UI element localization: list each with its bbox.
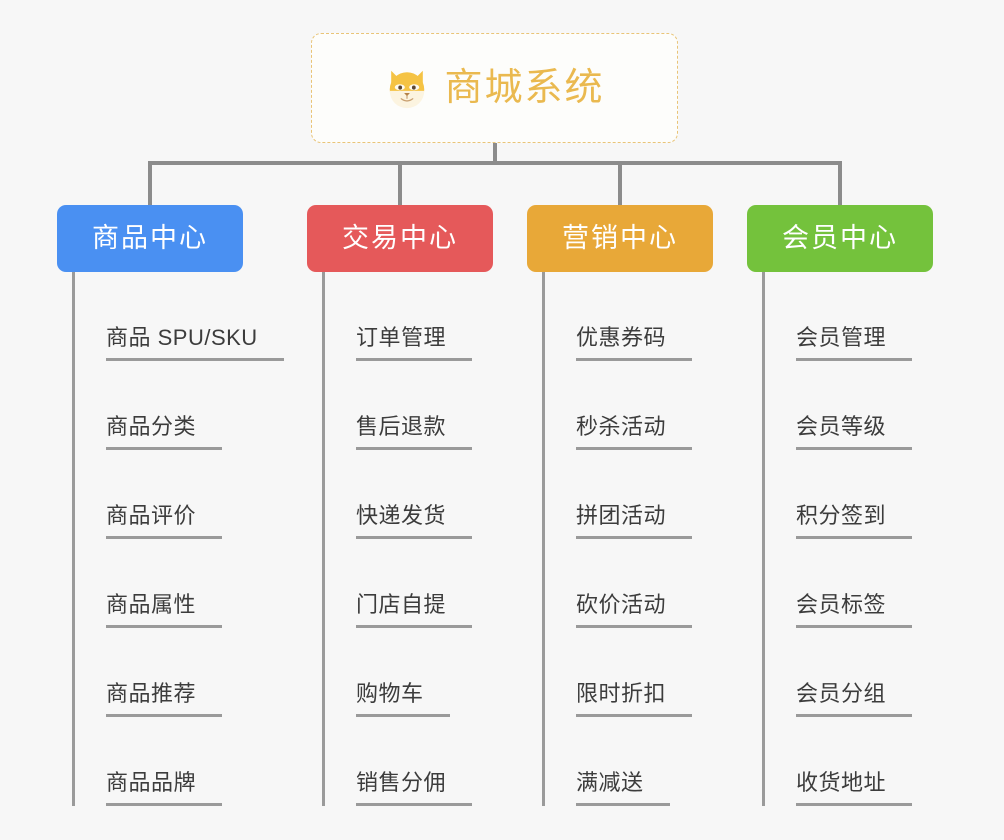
category-label: 交易中心 [342,223,458,253]
leaf-list-marketing: 优惠券码 秒杀活动 拼团活动 砍价活动 限时折扣 满减送 [542,272,747,806]
list-item[interactable]: 商品分类 [75,361,277,450]
category-label: 会员中心 [782,223,898,253]
list-item[interactable]: 积分签到 [765,450,967,539]
list-item[interactable]: 会员分组 [765,628,967,717]
leaf-label: 门店自提 [356,594,473,628]
leaf-label: 商品推荐 [106,683,223,717]
category-column-trade: 交易中心 订单管理 售后退款 快递发货 门店自提 购物车 销售分佣 [307,205,527,806]
leaf-label: 秒杀活动 [576,416,693,450]
list-item[interactable]: 会员管理 [765,272,967,361]
list-item[interactable]: 拼团活动 [545,450,747,539]
root-node[interactable]: 商城系统 [311,33,678,143]
list-item[interactable]: 快递发货 [325,450,527,539]
leaf-label: 商品 SPU/SKU [106,327,284,361]
leaf-label: 商品评价 [106,505,223,539]
leaf-label: 快递发货 [356,505,473,539]
list-item[interactable]: 商品属性 [75,539,277,628]
leaf-label: 满减送 [576,772,670,806]
dog-face-emoji [384,65,430,111]
leaf-label: 限时折扣 [576,683,693,717]
list-item[interactable]: 门店自提 [325,539,527,628]
leaf-label: 销售分佣 [356,772,473,806]
category-header-marketing[interactable]: 营销中心 [527,205,713,272]
leaf-list-trade: 订单管理 售后退款 快递发货 门店自提 购物车 销售分佣 [322,272,527,806]
category-label: 商品中心 [92,223,208,253]
root-title: 商城系统 [444,67,605,109]
category-column-marketing: 营销中心 优惠券码 秒杀活动 拼团活动 砍价活动 限时折扣 满减送 [527,205,747,806]
category-column-product: 商品中心 商品 SPU/SKU 商品分类 商品评价 商品属性 商品推荐 商品品牌 [57,205,284,806]
leaf-label: 优惠券码 [576,327,693,361]
connector-drop-1 [148,161,152,207]
leaf-label: 订单管理 [356,327,473,361]
category-header-trade[interactable]: 交易中心 [307,205,493,272]
list-item[interactable]: 商品评价 [75,450,277,539]
list-item[interactable]: 限时折扣 [545,628,747,717]
list-item[interactable]: 商品品牌 [75,717,277,806]
connector-drop-3 [618,161,622,207]
leaf-list-member: 会员管理 会员等级 积分签到 会员标签 会员分组 收货地址 [762,272,967,806]
leaf-label: 砍价活动 [576,594,693,628]
leaf-list-product: 商品 SPU/SKU 商品分类 商品评价 商品属性 商品推荐 商品品牌 [72,272,284,806]
list-item[interactable]: 订单管理 [325,272,527,361]
leaf-label: 会员管理 [796,327,913,361]
leaf-label: 拼团活动 [576,505,693,539]
list-item[interactable]: 收货地址 [765,717,967,806]
category-column-member: 会员中心 会员管理 会员等级 积分签到 会员标签 会员分组 收货地址 [747,205,967,806]
list-item[interactable]: 商品 SPU/SKU [75,272,284,361]
leaf-label: 商品品牌 [106,772,223,806]
list-item[interactable]: 售后退款 [325,361,527,450]
category-header-member[interactable]: 会员中心 [747,205,933,272]
list-item[interactable]: 满减送 [545,717,747,806]
leaf-label: 售后退款 [356,416,473,450]
connector-drop-2 [398,161,402,207]
leaf-label: 商品属性 [106,594,223,628]
list-item[interactable]: 商品推荐 [75,628,277,717]
leaf-label: 会员等级 [796,416,913,450]
leaf-label: 购物车 [356,683,450,717]
category-label: 营销中心 [562,223,678,253]
list-item[interactable]: 会员标签 [765,539,967,628]
list-item[interactable]: 秒杀活动 [545,361,747,450]
list-item[interactable]: 优惠券码 [545,272,747,361]
leaf-label: 收货地址 [796,772,913,806]
list-item[interactable]: 销售分佣 [325,717,527,806]
connector-root-stem [493,143,497,164]
leaf-label: 会员标签 [796,594,913,628]
leaf-label: 积分签到 [796,505,913,539]
connector-horizontal-bus [148,161,842,165]
list-item[interactable]: 购物车 [325,628,527,717]
category-header-product[interactable]: 商品中心 [57,205,243,272]
leaf-label: 商品分类 [106,416,223,450]
leaf-label: 会员分组 [796,683,913,717]
list-item[interactable]: 砍价活动 [545,539,747,628]
connector-drop-4 [838,161,842,207]
list-item[interactable]: 会员等级 [765,361,967,450]
